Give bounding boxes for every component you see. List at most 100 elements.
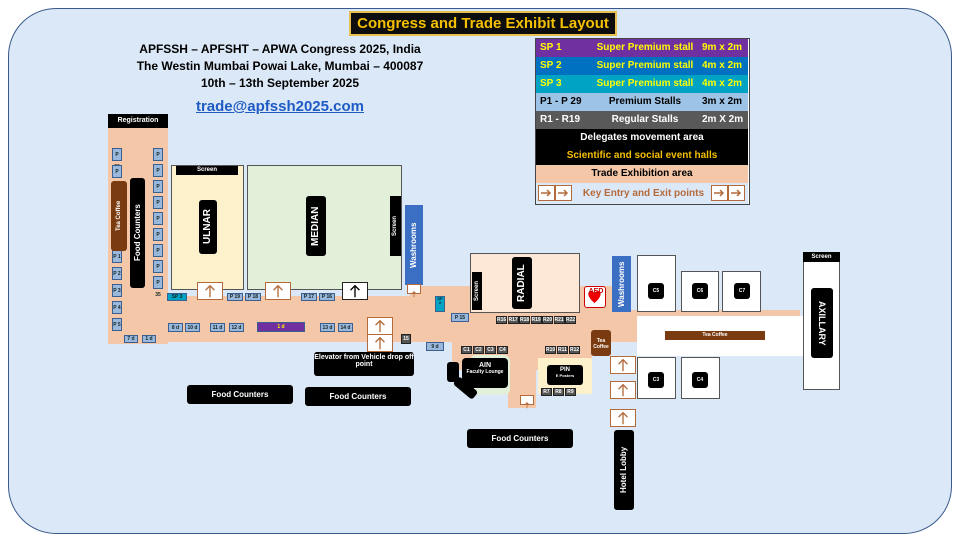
stall-9d[interactable]: 9 d (426, 342, 444, 351)
lobby-arrow-1[interactable] (610, 356, 636, 374)
screen-ulnar: Screen (176, 166, 238, 175)
stall[interactable]: P 27 (153, 148, 163, 170)
stall[interactable]: C3 (485, 346, 496, 354)
stall[interactable]: R9 (565, 388, 576, 396)
exit-arrow-icon (711, 185, 745, 209)
ain-lounge: AIN Faculty Lounge (462, 358, 508, 388)
stall[interactable]: R8 (553, 388, 564, 396)
stall[interactable]: P 2 (112, 267, 122, 280)
stall[interactable]: P 16 (319, 293, 335, 301)
stall[interactable]: P 34 (153, 260, 163, 282)
elevator-arrow-2[interactable] (367, 334, 393, 352)
lounge-side-panel (447, 362, 459, 382)
food-counters-2: Food Counters (305, 387, 411, 406)
stall[interactable]: R19 (530, 316, 542, 324)
stall[interactable]: P 1 (112, 250, 122, 263)
stall-p8[interactable]: 1 d (142, 335, 156, 343)
stall[interactable]: C2 (473, 346, 484, 354)
page-title: Congress and Trade Exhibit Layout (349, 11, 617, 36)
median-label: MEDIAN (306, 196, 326, 256)
stall[interactable]: R21 (553, 316, 565, 324)
stall[interactable]: R18 (519, 316, 530, 324)
stall[interactable]: P 5 (112, 318, 122, 331)
stall[interactable]: P 31 (153, 212, 163, 234)
tea-coffee-left: Tea Coffee (111, 181, 127, 251)
stall[interactable]: R20 (542, 316, 553, 324)
c6-label: C6 (692, 283, 708, 299)
eposters-label: E Posters (555, 373, 575, 378)
aed-label: AED (588, 288, 604, 295)
legend-code: SP 1 (540, 42, 562, 53)
stall[interactable]: P 30 (153, 196, 163, 218)
stall[interactable]: 11 d (210, 323, 225, 332)
stall[interactable]: 14 d (338, 323, 353, 332)
legend-entry: Key Entry and Exit points (536, 183, 748, 204)
stall-sp2[interactable]: SP 2 (435, 296, 445, 312)
legend-trade: Trade Exhibition area (536, 165, 748, 183)
c7-label: C7 (734, 283, 750, 299)
legend-code: P1 - P 29 (540, 96, 582, 107)
stall[interactable]: P 32 (153, 228, 163, 250)
stall[interactable]: P 19 (227, 293, 243, 301)
stall[interactable]: R17 (507, 316, 519, 324)
legend-code: SP 2 (540, 60, 562, 71)
stall[interactable]: P 33 (153, 244, 163, 266)
stall[interactable]: 13 d (320, 323, 335, 332)
elevator-arrow-1[interactable] (367, 317, 393, 335)
legend-entry-label: Key Entry and Exit points (582, 188, 705, 199)
legend-halls: Scientific and social event halls (536, 147, 748, 165)
lobby-arrow-2[interactable] (610, 381, 636, 399)
stall[interactable]: P 25 (112, 165, 122, 187)
stall[interactable]: 12 d (229, 323, 244, 332)
legend-desc: Regular Stalls (611, 114, 679, 125)
stall[interactable]: P 28 (153, 164, 163, 186)
legend-size: 4m x 2m (702, 78, 743, 89)
stall[interactable]: C1 (461, 346, 472, 354)
washrooms-west: Washrooms (405, 205, 423, 285)
stall[interactable]: P 4 (112, 301, 122, 314)
stall-p7[interactable]: 7 d (124, 335, 138, 343)
stall-sp1[interactable]: 1 d (257, 322, 305, 332)
legend-code: R1 - R19 (540, 114, 581, 125)
stall[interactable]: R10 (545, 346, 556, 354)
tea-coffee-east: Tea Coffee (591, 330, 611, 356)
stall[interactable]: 8 d (168, 323, 183, 332)
stall-sp3[interactable]: SP 3 (167, 293, 187, 301)
south-mini-arrow[interactable] (520, 395, 534, 409)
stall-15[interactable]: 15 (401, 334, 411, 344)
entry-up-arrow-2[interactable] (265, 282, 291, 300)
stall[interactable]: R16 (496, 316, 507, 324)
axillary-label: AXILLARY (811, 288, 833, 358)
stall[interactable]: R11 (557, 346, 568, 354)
radial-label: RADIAL (512, 257, 532, 309)
stall[interactable]: C4 (497, 346, 508, 354)
c3-label: C3 (648, 372, 664, 388)
stall[interactable]: P 26 (112, 148, 122, 170)
stall[interactable]: R7 (541, 388, 552, 396)
entry-up-arrow-1[interactable] (197, 282, 223, 300)
hotel-lobby: Hotel Lobby (614, 430, 634, 510)
legend-desc: Premium Stalls (608, 96, 682, 107)
stall[interactable]: P 17 (301, 293, 317, 301)
contact-email-link[interactable]: trade@apfssh2025.com (195, 98, 365, 115)
c5-label: C5 (648, 283, 664, 299)
stall[interactable]: R22 (565, 316, 576, 324)
tea-coffee-east-bar: Tea Coffee (665, 331, 765, 340)
stall[interactable]: P 3 (112, 284, 122, 297)
stall-p15[interactable]: P 15 (451, 313, 469, 322)
stall[interactable]: P 18 (245, 293, 261, 301)
stall[interactable]: R12 (569, 346, 580, 354)
entry-up-arrow-3[interactable] (342, 282, 368, 300)
lobby-arrow-3[interactable] (610, 409, 636, 427)
stall[interactable]: P 35 (153, 276, 163, 298)
legend-size: 3m x 2m (702, 96, 743, 107)
stall[interactable]: P 29 (153, 180, 163, 202)
stall[interactable]: 10 d (185, 323, 200, 332)
aed-icon (584, 286, 606, 308)
entry-mini-arrow[interactable] (407, 284, 421, 298)
